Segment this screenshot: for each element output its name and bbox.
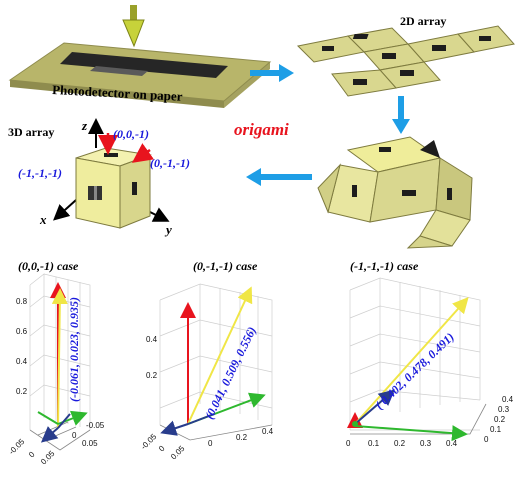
svg-text:0: 0: [346, 439, 351, 448]
array-3d-label: 3D array: [8, 125, 54, 139]
svg-text:0.2: 0.2: [146, 371, 158, 380]
svg-text:-0.05: -0.05: [139, 432, 159, 452]
plot-111-case: (-1,-1,-1) case 0 0.1 0.2 0.3 0.4 0 0.1 …: [346, 259, 514, 448]
svg-text:0.3: 0.3: [420, 439, 432, 448]
x-axis: [53, 199, 77, 221]
svg-text:0.3: 0.3: [498, 405, 510, 414]
svg-text:0: 0: [27, 450, 37, 460]
cross-sheet: [296, 25, 515, 97]
light-probe-icon: [122, 5, 145, 48]
x-axis-label: x: [39, 212, 47, 227]
origami-folding-panel: [317, 136, 473, 249]
array-2d-panel: 2D array: [296, 14, 515, 97]
svg-text:0.2: 0.2: [16, 387, 28, 396]
photodetector-panel: Photodetector on paper: [8, 5, 272, 108]
plot-title: (-1,-1,-1) case: [350, 259, 419, 273]
origami-label: origami: [234, 120, 289, 139]
vector-navy: [160, 420, 189, 436]
svg-text:-0.05: -0.05: [7, 437, 27, 457]
svg-text:0.4: 0.4: [446, 439, 458, 448]
svg-text:0.05: 0.05: [169, 444, 187, 462]
cube-label-top: (0,0,-1): [113, 127, 149, 141]
vector-label: (-0.061, 0.023, 0.935): [67, 297, 81, 402]
svg-text:0: 0: [484, 435, 489, 444]
svg-text:0: 0: [72, 431, 77, 440]
plot-title: (0,-1,-1) case: [193, 259, 258, 273]
svg-text:0.05: 0.05: [82, 439, 98, 448]
y-axis-label: y: [164, 222, 172, 237]
svg-text:0.4: 0.4: [16, 357, 28, 366]
svg-text:0.05: 0.05: [39, 449, 57, 467]
array-3d-panel: 3D array z x y (0,0,-1) (0,-1,-1) (-1,-1…: [8, 118, 190, 237]
vector-yellow: [51, 288, 68, 429]
svg-text:0.8: 0.8: [16, 297, 28, 306]
svg-text:0.4: 0.4: [262, 427, 274, 436]
vector-navy: [40, 426, 59, 443]
svg-text:0.4: 0.4: [146, 335, 158, 344]
svg-text:0.4: 0.4: [502, 395, 514, 404]
svg-text:0: 0: [157, 444, 167, 454]
svg-text:0.2: 0.2: [394, 439, 406, 448]
detector-stripe: [60, 52, 228, 78]
array-2d-label: 2D array: [400, 14, 446, 28]
plot-001-case: (0,0,-1) case 0.8 0.6 0.4 0.2 -0.05 0 0.…: [7, 259, 105, 466]
svg-text:0.1: 0.1: [368, 439, 380, 448]
plot-title: (0,0,-1) case: [18, 259, 79, 273]
photodetector-label: Photodetector on paper: [52, 82, 183, 104]
svg-text:0.2: 0.2: [236, 433, 248, 442]
svg-text:0.1: 0.1: [490, 425, 502, 434]
svg-text:-0.05: -0.05: [86, 421, 105, 430]
vector-yellow: [354, 297, 469, 425]
vector-navy: [354, 389, 396, 425]
paper-slab-edge: [10, 80, 224, 108]
cube-label-corner: (-1,-1,-1): [18, 166, 62, 180]
z-axis-label: z: [81, 118, 88, 133]
svg-text:0: 0: [208, 439, 213, 448]
svg-text:0.2: 0.2: [494, 415, 506, 424]
cube-label-edge: (0,-1,-1): [150, 156, 190, 170]
svg-text:0.6: 0.6: [16, 327, 28, 336]
vector-label: ( 0.402, 0.478, 0.491): [372, 330, 457, 412]
plot-0-11-case: (0,-1,-1) case 0.4 0.2 -0.05 0 0.05 0 0.…: [139, 259, 274, 461]
cross-detectors: [322, 34, 491, 85]
vector-green: [354, 425, 468, 442]
vector-yellow: [187, 286, 253, 425]
